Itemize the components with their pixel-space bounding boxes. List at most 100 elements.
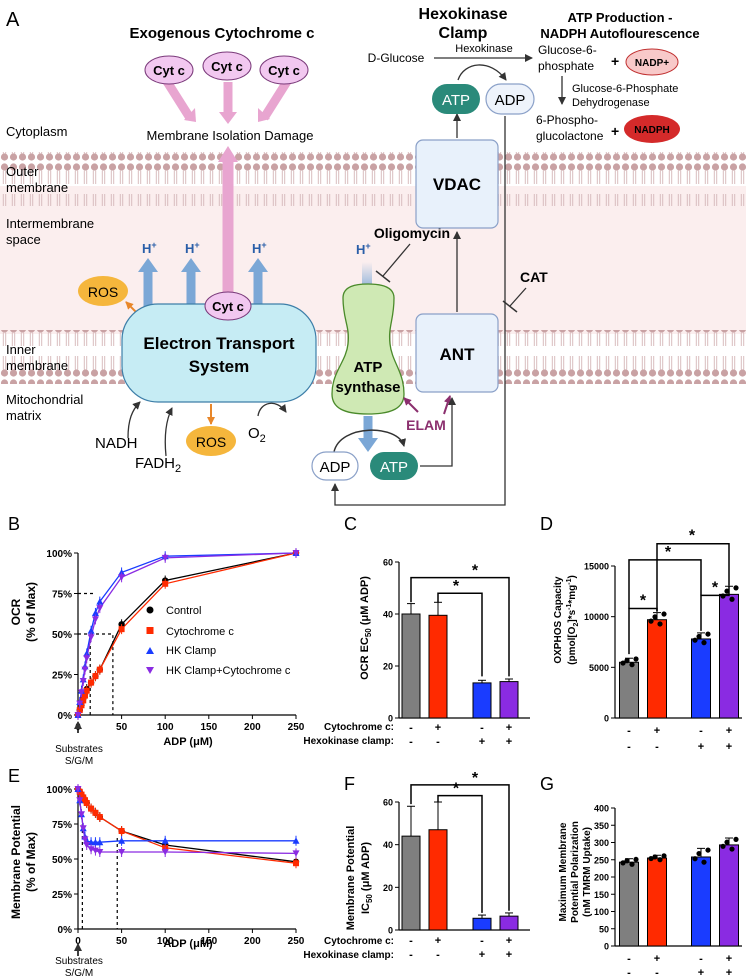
panel-g-ytick-label-4: 200 [594, 873, 609, 883]
panel-b: B OCR (% of Max) ADP (μM) 0%25%50%75%100… [8, 514, 305, 767]
panel-g-ytick-label-6: 300 [594, 838, 609, 848]
panel-d-hk-sign-1: - [655, 741, 659, 753]
panel-f-bar-3 [499, 915, 519, 931]
cytc-arrow-3 [260, 77, 292, 121]
adp-return-line [331, 116, 506, 506]
panel-b-point-3-5 [83, 655, 91, 662]
panel-f-bar-2 [472, 917, 492, 931]
outer-membrane-label-1: Outer [6, 164, 39, 179]
substrates-label-b-2: S/G/M [65, 756, 93, 767]
d-glucose-label: D-Glucose [368, 51, 425, 65]
panel-b-point-3-0 [74, 712, 82, 719]
panel-f-ytick-label-1: 20 [383, 883, 393, 893]
panel-g-dot-3-1 [724, 839, 730, 845]
panel-g-dot-3-0 [720, 843, 726, 849]
legend-hkcytc-label: HK Clamp+Cytochrome c [166, 665, 291, 677]
panel-g-dot-0-2 [629, 861, 635, 867]
panel-b-point-2-6 [87, 627, 95, 634]
panel-d-dot-1-3 [661, 611, 667, 617]
cytc-blob-3 [259, 55, 309, 85]
proton-arrowhead-1 [138, 258, 158, 272]
legend-hk-marker [146, 647, 154, 654]
panel-d-cytc-sign-0: - [627, 725, 631, 737]
panel-b-point-3-3 [79, 677, 87, 685]
panel-g-ytick-label-5: 250 [594, 855, 609, 865]
cytoplasm-label: Cytoplasm [6, 124, 67, 139]
hexokinase-title-1: Hexokinase [419, 6, 508, 23]
panel-e-xtick-label-0: 0 [75, 936, 81, 947]
panel-d-dot-2-3 [705, 631, 711, 637]
panel-d-bar-3 [719, 593, 739, 719]
nadph-label: NADPH [634, 125, 670, 136]
panel-e-point-2-11 [292, 837, 300, 844]
panel-g-cytc-sign-0: - [627, 953, 631, 965]
panel-g-bar-2 [691, 856, 711, 947]
intermembrane-label-1: Intermembrane [6, 216, 94, 231]
panel-g-dot-0-0 [620, 860, 626, 866]
nadp-label: NADP+ [635, 58, 669, 69]
panel-d-dot-0-1 [624, 658, 630, 664]
panel-g-dot-2-0 [692, 856, 698, 862]
panel-e-point-1-6 [88, 805, 95, 812]
panel-c-star-0: * [453, 578, 460, 595]
panel-e-point-3-10 [161, 849, 169, 856]
panel-b-point-3-4 [81, 666, 89, 674]
panel-c-ytick-label-3: 60 [383, 558, 393, 568]
panel-b-point-3-1 [76, 700, 84, 708]
panel-e-fit-2 [77, 788, 296, 843]
panel-d-star-2: * [665, 544, 672, 561]
panel-f-cytc-sign-1: + [435, 935, 441, 947]
cytc-arrowhead-2 [219, 112, 237, 124]
panel-c-hk-sign-1: - [436, 736, 440, 748]
exogenous-title: Exogenous Cytochrome c [129, 25, 314, 42]
adp-matrix [311, 451, 359, 481]
panel-label-c: C [344, 514, 357, 534]
ros-blob-bottom [186, 426, 236, 456]
ros-label-bottom: ROS [196, 434, 226, 450]
panel-e-point-3-4 [81, 836, 89, 843]
h-plus-synthase: H+ [356, 241, 371, 257]
panel-b-point-2-7 [91, 609, 99, 616]
cat-line [509, 287, 527, 307]
panel-g-ytick-label-0: 0 [604, 942, 609, 952]
panel-d-dot-0-0 [620, 660, 626, 666]
panel-g-dot-1-1 [652, 854, 658, 860]
panel-e-point-2-10 [161, 837, 169, 844]
substrates-label-e-1: Substrates [55, 956, 103, 967]
panel-g-bar-1 [647, 857, 667, 947]
ant [415, 313, 499, 393]
nadph-blob [624, 115, 680, 143]
cytc-arrowhead-3 [258, 108, 270, 122]
panel-b-point-3-2 [77, 689, 85, 696]
panel-d-bar-0 [619, 661, 639, 719]
panel-d-hk-sign-0: - [627, 741, 631, 753]
atp-matrix-label: ATP [380, 459, 408, 476]
panel-c-ytick-label-1: 20 [383, 662, 393, 672]
panel-e-point-3-0 [74, 786, 82, 793]
panel-e-point-1-5 [83, 800, 90, 806]
panel-e-point-3-11 [292, 850, 300, 857]
panel-d-bracket-3 [656, 542, 730, 612]
panel-e-point-1-9 [118, 828, 125, 834]
matrix-label-1: Mitochondrial [6, 392, 83, 407]
panel-g-ytick-label-1: 50 [599, 924, 609, 934]
hexokinase-enzyme-label: Hexokinase [455, 43, 512, 55]
panel-f-star-1: * [472, 770, 479, 787]
panel-d-signs: --+--+++ [627, 725, 732, 753]
adp-cytoplasm-label: ADP [495, 92, 526, 109]
pgl-label-2: glucolactone [536, 129, 604, 143]
panel-b-point-1-4 [81, 692, 88, 699]
panel-f-bar-1 [428, 829, 448, 931]
panel-g-dot-1-3 [661, 853, 667, 859]
panel-e-point-1-7 [92, 809, 99, 816]
panel-d-bar-2 [691, 638, 711, 719]
panel-b-ytick-label-2: 50% [52, 630, 72, 641]
panel-d-dot-3-2 [729, 596, 735, 602]
panel-c-hk-sign-3: + [506, 736, 512, 748]
panel-d-star-0: * [640, 593, 647, 610]
atp-adp-curve [457, 64, 507, 81]
atp-cytoplasm-label: ATP [442, 92, 470, 109]
panel-g-ytick-label-3: 150 [594, 890, 609, 900]
